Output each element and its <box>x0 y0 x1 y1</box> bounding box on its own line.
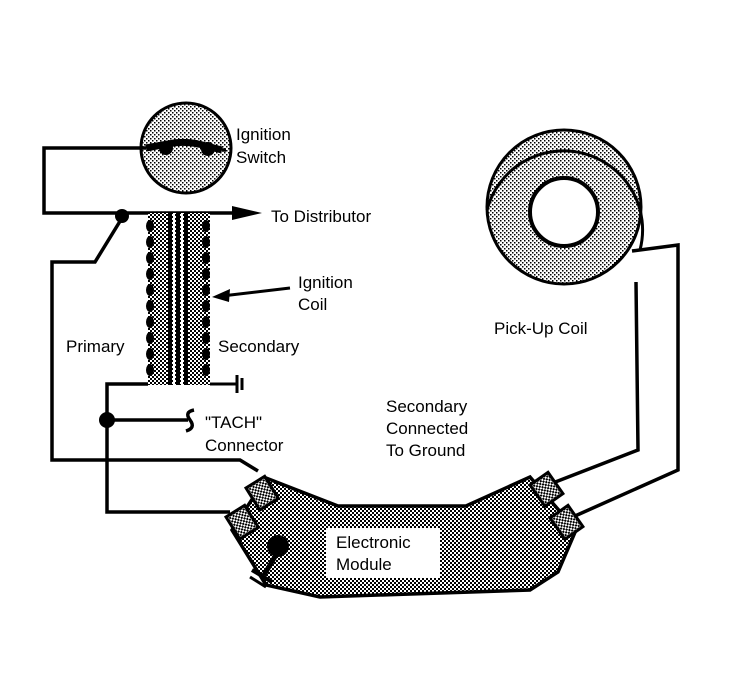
pickup-coil-label: Pick-Up Coil <box>494 319 588 338</box>
tach-connector-icon <box>185 408 195 433</box>
arrow-to-distributor-icon <box>232 206 262 220</box>
coil-winding-bump <box>202 220 210 232</box>
coil-core-line <box>168 213 172 385</box>
coil-winding-bump <box>202 300 210 312</box>
coil-winding-bump <box>146 252 154 264</box>
module-connector <box>243 474 281 513</box>
coil-core-gap <box>181 213 183 385</box>
pickup-winding-line <box>485 149 645 251</box>
coil-winding-bump <box>146 284 154 296</box>
coil-ground-icon <box>210 375 244 393</box>
wire-pickup-inner <box>544 281 640 488</box>
coil-core-gap <box>173 213 175 385</box>
coil-winding-bump <box>146 316 154 328</box>
coil-winding-bump <box>202 236 210 248</box>
coil-pointer-arrow-icon <box>212 289 230 302</box>
module-connector <box>527 470 566 509</box>
wire-pickup-outer <box>565 243 680 522</box>
ignition-coil-label: Ignition Coil <box>298 273 358 314</box>
coil-winding-bump <box>146 364 154 376</box>
coil-winding-bump <box>202 348 210 360</box>
module-label-box <box>326 528 440 578</box>
coil-pointer-line <box>221 286 291 298</box>
module-ground-icon <box>249 535 289 589</box>
coil-winding-bump <box>146 300 154 312</box>
secondary-ground-label: Secondary Connected To Ground <box>386 397 473 460</box>
electronic-module <box>223 470 586 599</box>
coil-winding-bump <box>146 268 154 280</box>
junction-dot <box>99 412 115 428</box>
ignition-switch <box>139 101 233 195</box>
coil-winding-bump <box>202 268 210 280</box>
tach-connector-label: "TACH" Connector <box>205 413 284 455</box>
coil-winding-bump <box>146 332 154 344</box>
coil-winding-bump <box>146 348 154 360</box>
coil-winding-bump <box>146 220 154 232</box>
coil-core-line <box>176 213 180 385</box>
to-distributor-label: To Distributor <box>271 207 371 226</box>
switch-terminal <box>201 142 215 156</box>
wire-switch-to-junction <box>42 146 146 215</box>
module-connector <box>223 503 261 542</box>
coil-winding-bump <box>202 252 210 264</box>
wiring <box>42 146 680 522</box>
coil-winding-bump <box>202 332 210 344</box>
primary-label: Primary <box>66 337 125 356</box>
coil-winding-bump <box>202 364 210 376</box>
pickup-center-hole <box>528 176 600 248</box>
switch-terminal <box>159 141 173 155</box>
ignition-switch-label: Ignition Switch <box>236 125 296 167</box>
wire-primary-feed <box>50 217 259 473</box>
secondary-label: Secondary <box>218 337 300 356</box>
coil-winding-bump <box>146 236 154 248</box>
coil-winding-bump <box>202 316 210 328</box>
coil-core-line <box>184 213 188 385</box>
pickup-coil <box>485 128 645 286</box>
module-connector <box>547 503 586 542</box>
wire-coil-to-module <box>105 382 230 514</box>
ignition-coil <box>146 213 210 385</box>
electronic-module-label: Electronic Module <box>336 533 415 574</box>
coil-winding-bump <box>202 284 210 296</box>
junction-dot <box>115 209 129 223</box>
